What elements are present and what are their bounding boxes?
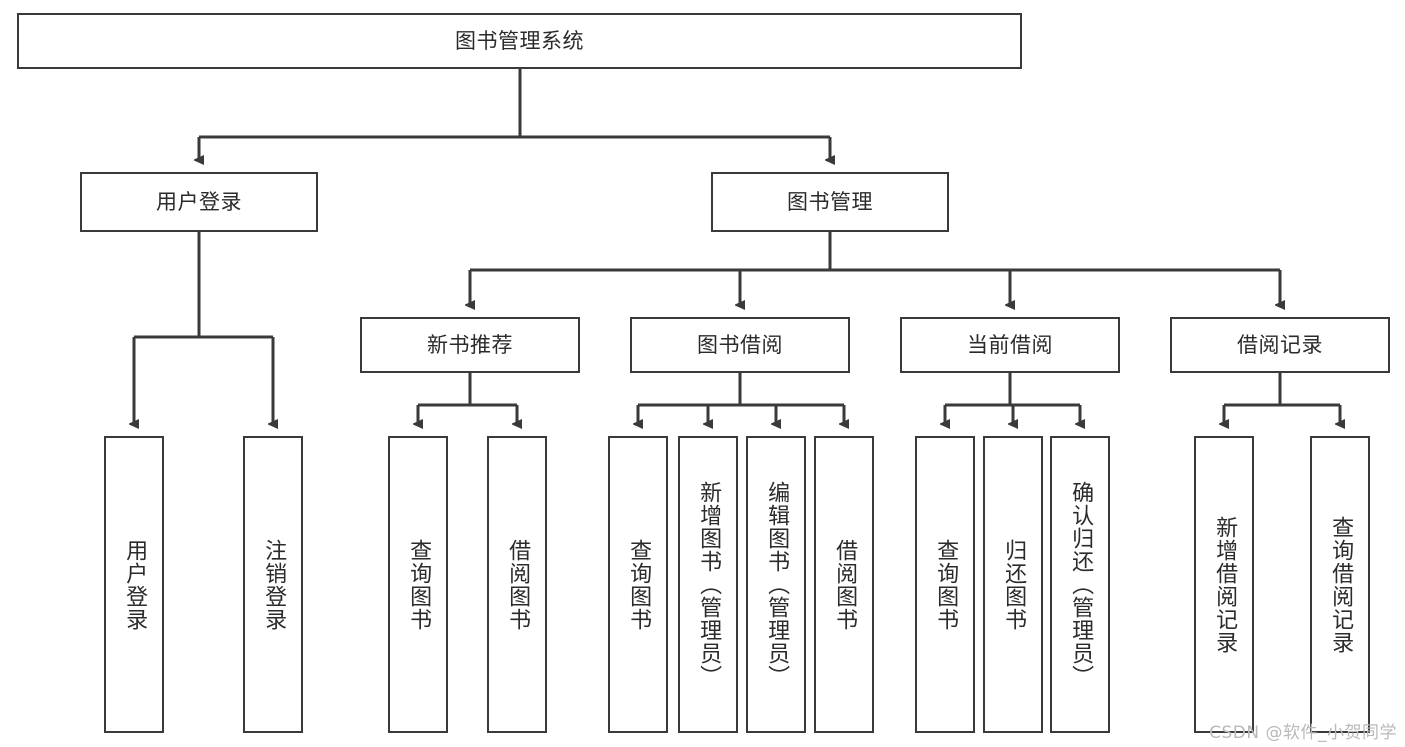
node-leaf-confirm-return[interactable]: 确认归还（管理员）	[1050, 436, 1110, 733]
node-leaf-edit-book-label: 编辑图书（管理员）	[764, 481, 790, 688]
node-leaf-add-record[interactable]: 新增借阅记录	[1194, 436, 1254, 733]
node-root[interactable]: 图书管理系统	[17, 13, 1022, 69]
node-user-login-label: 用户登录	[156, 189, 242, 214]
node-leaf-query-record[interactable]: 查询借阅记录	[1310, 436, 1370, 733]
node-new-book-rec[interactable]: 新书推荐	[360, 317, 580, 373]
node-leaf-borrow-book-2-label: 借阅图书	[832, 538, 858, 631]
node-leaf-edit-book[interactable]: 编辑图书（管理员）	[746, 436, 806, 733]
node-leaf-query-book-3-label: 查询图书	[933, 538, 959, 631]
node-user-login[interactable]: 用户登录	[80, 172, 318, 232]
node-book-borrow-label: 图书借阅	[697, 332, 783, 357]
node-leaf-query-book-2-label: 查询图书	[626, 538, 652, 631]
node-leaf-add-book[interactable]: 新增图书（管理员）	[678, 436, 738, 733]
node-leaf-borrow-book-1-label: 借阅图书	[505, 538, 531, 631]
node-leaf-user-logout[interactable]: 注销登录	[243, 436, 303, 733]
node-leaf-return-book-label: 归还图书	[1001, 538, 1027, 631]
node-root-label: 图书管理系统	[455, 28, 584, 53]
node-leaf-query-book-3[interactable]: 查询图书	[915, 436, 975, 733]
node-leaf-user-login[interactable]: 用户登录	[104, 436, 164, 733]
node-leaf-query-book-1[interactable]: 查询图书	[388, 436, 448, 733]
node-leaf-add-record-label: 新增借阅记录	[1212, 515, 1238, 654]
node-current-borrow[interactable]: 当前借阅	[900, 317, 1120, 373]
node-leaf-borrow-book-1[interactable]: 借阅图书	[487, 436, 547, 733]
node-leaf-borrow-book-2[interactable]: 借阅图书	[814, 436, 874, 733]
node-book-borrow[interactable]: 图书借阅	[630, 317, 850, 373]
node-book-manage-label: 图书管理	[787, 189, 873, 214]
node-current-borrow-label: 当前借阅	[967, 332, 1053, 357]
node-leaf-query-record-label: 查询借阅记录	[1328, 515, 1354, 654]
csdn-watermark: CSDN @软件_小贺同学	[1209, 723, 1397, 743]
node-leaf-query-book-2[interactable]: 查询图书	[608, 436, 668, 733]
node-borrow-record[interactable]: 借阅记录	[1170, 317, 1390, 373]
node-leaf-user-logout-label: 注销登录	[261, 538, 287, 631]
node-leaf-user-login-label: 用户登录	[122, 538, 148, 631]
node-borrow-record-label: 借阅记录	[1237, 332, 1323, 357]
node-leaf-add-book-label: 新增图书（管理员）	[696, 481, 722, 688]
node-leaf-query-book-1-label: 查询图书	[406, 538, 432, 631]
node-book-manage[interactable]: 图书管理	[711, 172, 949, 232]
node-leaf-return-book[interactable]: 归还图书	[983, 436, 1043, 733]
node-new-book-rec-label: 新书推荐	[427, 332, 513, 357]
node-leaf-confirm-return-label: 确认归还（管理员）	[1068, 481, 1094, 688]
